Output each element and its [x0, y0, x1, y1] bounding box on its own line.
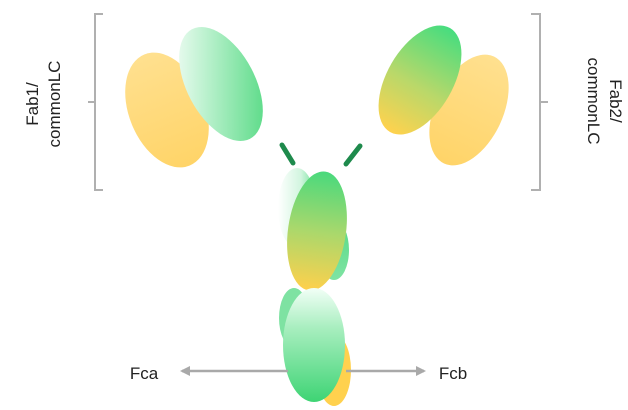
hinge-left-line	[282, 145, 293, 163]
fcb-label: Fcb	[439, 364, 467, 383]
hinge-right-line	[346, 146, 360, 164]
ch3-domain	[279, 288, 351, 406]
fca-label: Fca	[130, 364, 159, 383]
bracket-left	[88, 14, 103, 190]
fab2-label-line1: Fab2/	[606, 79, 625, 123]
ch2-domain	[278, 168, 354, 295]
fab2-label-line2: commonLC	[584, 58, 603, 145]
fab1-label: Fab1/ commonLC	[23, 61, 64, 148]
bracket-right	[531, 14, 548, 190]
fab1-label-line1: Fab1/	[23, 82, 42, 126]
ch3-front	[283, 288, 345, 402]
fab1-arm	[109, 13, 280, 180]
hinge	[282, 145, 360, 164]
fab2-arm	[361, 12, 524, 178]
fab1-label-line2: commonLC	[45, 61, 64, 148]
fab2-label: Fab2/ commonLC	[584, 58, 625, 145]
